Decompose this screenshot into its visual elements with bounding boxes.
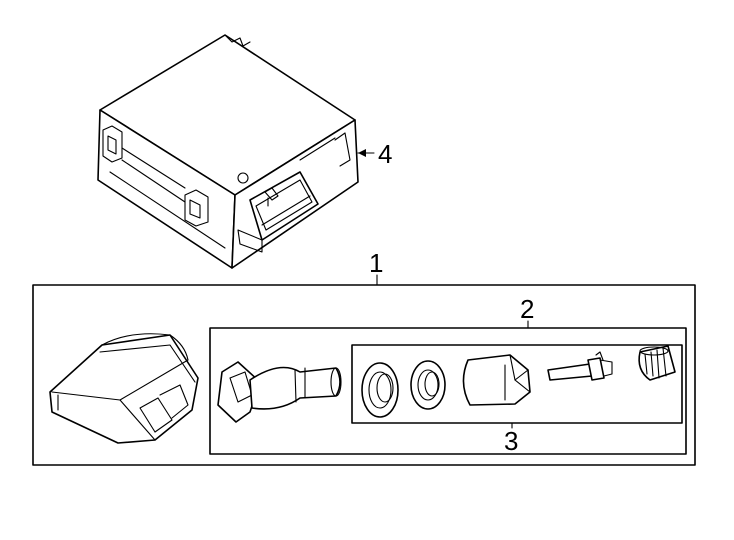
tpms-sensor-body-icon xyxy=(49,333,199,444)
callout-3: 3 xyxy=(504,426,518,456)
valve-stem-icon xyxy=(217,361,342,423)
callout-2: 2 xyxy=(520,294,534,324)
grommet-icon xyxy=(361,362,399,418)
valve-cap-icon xyxy=(638,345,676,381)
leader-4 xyxy=(357,149,375,157)
kit-box-1 xyxy=(32,284,696,466)
callout-4: 4 xyxy=(378,139,392,169)
valve-core-icon xyxy=(547,351,613,381)
kit-box-3 xyxy=(351,344,683,424)
kit-box-2 xyxy=(209,327,687,455)
valve-nut-icon xyxy=(462,354,531,406)
callout-1: 1 xyxy=(369,248,383,278)
tpms-control-module-icon xyxy=(97,34,359,269)
seal-washer-icon xyxy=(410,360,446,410)
